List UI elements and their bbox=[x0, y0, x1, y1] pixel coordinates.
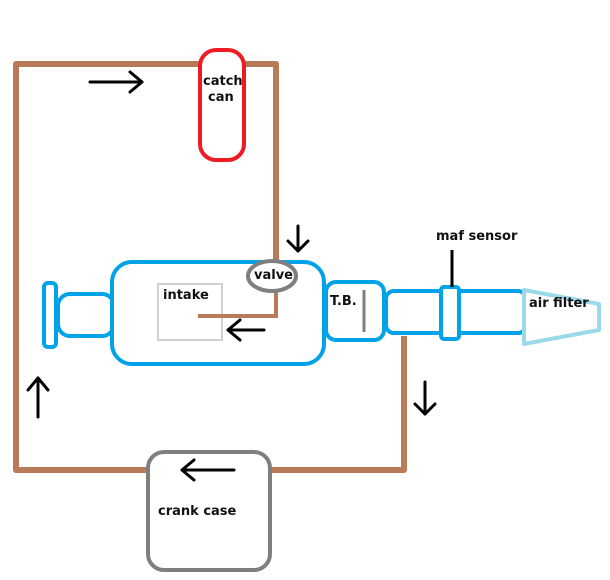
crank-case-label: crank case bbox=[158, 504, 237, 519]
hose-crank-case-to-intake-pipe bbox=[270, 336, 407, 473]
intake-end-cap bbox=[42, 281, 58, 349]
catch-can-label-line2: can bbox=[208, 90, 234, 105]
arrow-left-icon bbox=[180, 458, 236, 482]
valve bbox=[246, 259, 298, 293]
hose-valve-into-intake-inner bbox=[198, 290, 278, 318]
air-filter bbox=[522, 288, 601, 346]
intake-label: intake bbox=[163, 288, 209, 303]
intake-inner-box bbox=[157, 283, 223, 341]
arrow-up-icon bbox=[26, 376, 50, 419]
valve-label: valve bbox=[254, 268, 293, 283]
arrow-left-icon bbox=[226, 318, 266, 342]
throttle-body-label: T.B. bbox=[330, 294, 357, 309]
flow-arrows bbox=[26, 70, 437, 482]
hose-catch-can-to-crank-case bbox=[13, 61, 200, 473]
air-filter-label: air filter bbox=[529, 296, 589, 311]
hose-valve-to-catch-can bbox=[244, 61, 279, 270]
arrow-down-icon bbox=[286, 224, 310, 253]
maf-sensor-label: maf sensor bbox=[436, 229, 518, 244]
intake-runner bbox=[56, 292, 116, 338]
arrow-right-icon bbox=[88, 70, 144, 94]
catch-can bbox=[198, 48, 246, 162]
arrow-down-icon bbox=[413, 380, 437, 416]
throttle-body bbox=[324, 280, 386, 342]
maf-sensor-ring bbox=[439, 285, 461, 341]
crank-case bbox=[146, 450, 272, 572]
catch-can-label-line1: catch bbox=[203, 74, 243, 89]
